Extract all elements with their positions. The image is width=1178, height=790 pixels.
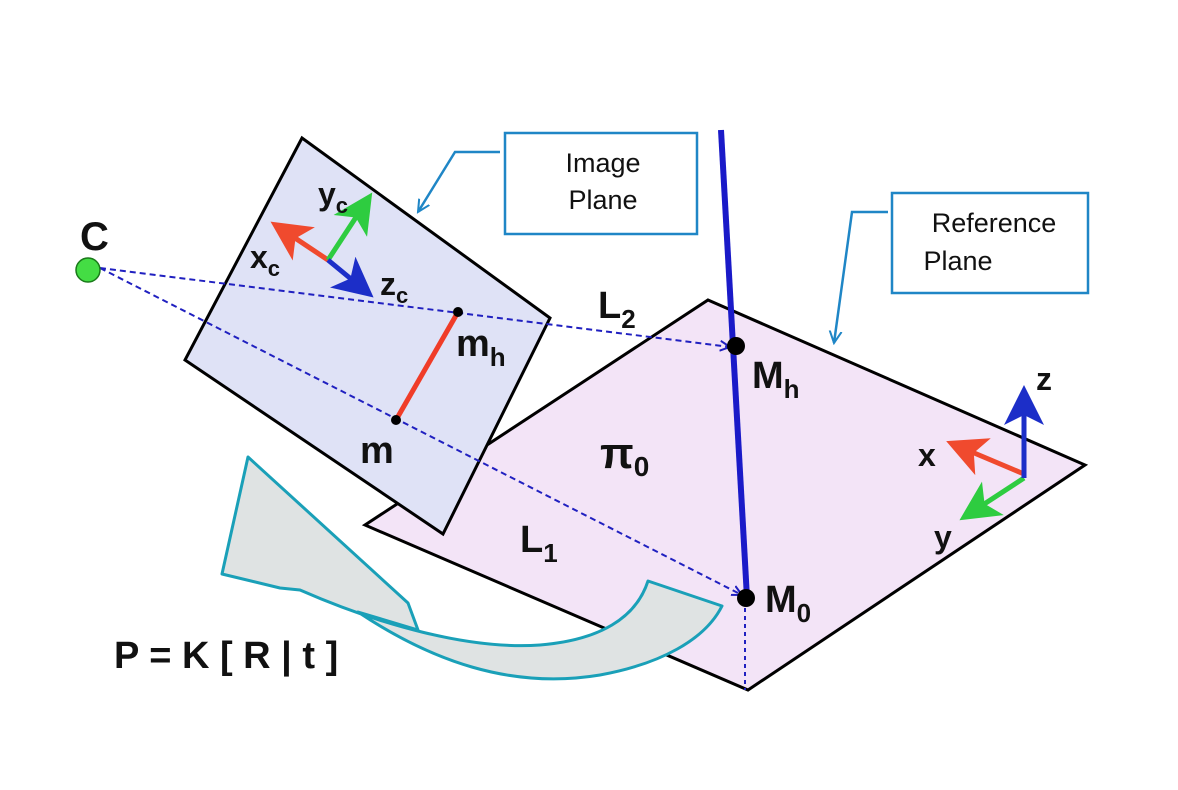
yc-main: y — [318, 176, 336, 212]
axis-zc-arrow — [326, 256, 374, 298]
reference-plane-label-line1: Reference — [932, 208, 1057, 238]
curved-transform-arrow-shape — [220, 455, 724, 681]
xc-label: xc — [250, 239, 280, 281]
image-plane-label-line2: Plane — [568, 185, 637, 215]
world-y-label: y — [934, 519, 952, 555]
axis-xc-arrow — [270, 221, 330, 263]
axis-x-arrow — [946, 438, 1025, 477]
world-x-label: x — [918, 437, 936, 473]
point-m — [391, 415, 401, 425]
pi0-label: π0 — [600, 429, 649, 482]
image-plane-callout-box — [503, 131, 699, 236]
Mh-sub: h — [784, 374, 800, 404]
mh-main: m — [456, 323, 490, 365]
Mh-label: Mh — [752, 355, 800, 404]
l1-label: L1 — [520, 519, 558, 568]
reference-plane-callout: Reference Plane — [834, 191, 1090, 343]
m-label: m — [360, 430, 394, 472]
l1-sub: 1 — [543, 538, 557, 568]
axis-y-arrow — [959, 475, 1026, 521]
reference-plane-callout-box — [890, 191, 1090, 295]
reference-plane-label-line2: Plane — [923, 246, 992, 276]
point-M0 — [737, 589, 755, 607]
yc-label: yc — [318, 176, 348, 218]
camera-center-point — [75, 257, 101, 283]
ray-l1 — [99, 267, 742, 595]
l1-main: L — [520, 519, 543, 561]
point-mh — [453, 307, 463, 317]
M0-main: M — [765, 579, 797, 621]
vertical-pole — [718, 129, 750, 599]
world-z-label: z — [1036, 361, 1052, 397]
zc-sub: c — [396, 283, 408, 308]
xc-sub: c — [268, 256, 280, 281]
pi0-main: π — [600, 429, 634, 478]
axis-yc-arrow — [325, 192, 373, 262]
zc-main: z — [380, 266, 396, 302]
l2-label: L2 — [598, 285, 636, 334]
l2-main: L — [598, 285, 621, 327]
image-plane-callout-leader — [418, 150, 500, 212]
projection-formula: P = K [ R | t ] — [114, 635, 338, 677]
ray-l2 — [99, 267, 730, 347]
M0-label: M0 — [765, 579, 811, 628]
zc-label: zc — [380, 266, 408, 308]
Mh-main: M — [752, 355, 784, 397]
image-segment — [393, 310, 461, 422]
xc-main: x — [250, 239, 268, 275]
image-plane-callout: Image Plane — [418, 131, 699, 236]
mh-label: mh — [456, 323, 506, 372]
reference-plane-callout-leader — [834, 210, 888, 343]
mh-sub: h — [490, 342, 506, 372]
l2-sub: 2 — [621, 304, 635, 334]
point-Mh — [727, 337, 745, 355]
yc-sub: c — [336, 193, 348, 218]
camera-center-label: C — [80, 215, 109, 259]
pi0-sub: 0 — [634, 451, 650, 482]
M0-sub: 0 — [797, 598, 811, 628]
image-plane-label-line1: Image — [565, 148, 640, 178]
